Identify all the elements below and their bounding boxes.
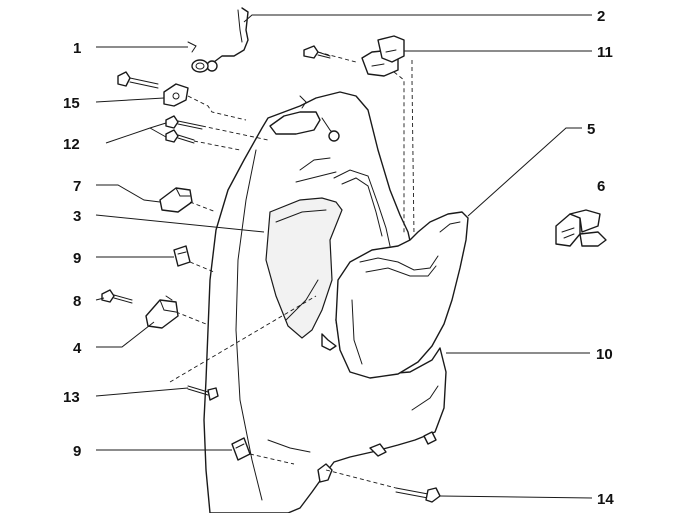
callout-9-lower: 9 — [73, 443, 81, 460]
grommet-part-1 — [187, 41, 209, 73]
callout-6: 6 — [597, 178, 605, 195]
callout-10: 10 — [596, 346, 613, 363]
callout-7: 7 — [73, 178, 81, 195]
callout-13: 13 — [63, 389, 80, 406]
clip-part-4 — [145, 295, 179, 329]
callout-4: 4 — [73, 340, 82, 357]
callout-14: 14 — [597, 491, 614, 508]
bolt-part-14 — [395, 487, 441, 503]
leg-shield-panel — [203, 91, 447, 513]
bracket-part-11 — [361, 35, 405, 77]
callout-1: 1 — [73, 40, 81, 57]
callout-leaders — [95, 14, 593, 499]
speed-nut-part-9-upper — [173, 245, 191, 267]
cable-part-2 — [206, 7, 249, 72]
screw-part-13 — [187, 385, 219, 401]
callout-8: 8 — [73, 293, 81, 310]
assembly-guide-lines — [169, 51, 415, 489]
callout-3: 3 — [73, 208, 81, 225]
screw-part-8 — [101, 289, 133, 304]
callout-2: 2 — [597, 8, 605, 25]
glove-box — [335, 211, 469, 379]
callout-9-upper: 9 — [73, 250, 81, 267]
screw-part-11 — [303, 45, 331, 59]
clip-part-15 — [163, 83, 189, 107]
callout-labels: 1 2 3 4 5 6 7 8 9 9 10 11 12 13 14 15 — [63, 8, 614, 508]
callout-12: 12 — [63, 136, 80, 153]
callout-5: 5 — [587, 121, 595, 138]
clip-part-6 — [555, 209, 607, 247]
clip-part-7 — [159, 187, 193, 213]
screws-part-12 — [165, 115, 203, 144]
screw-part-15 — [117, 71, 159, 89]
callout-15: 15 — [63, 95, 80, 112]
callout-11: 11 — [597, 44, 613, 61]
